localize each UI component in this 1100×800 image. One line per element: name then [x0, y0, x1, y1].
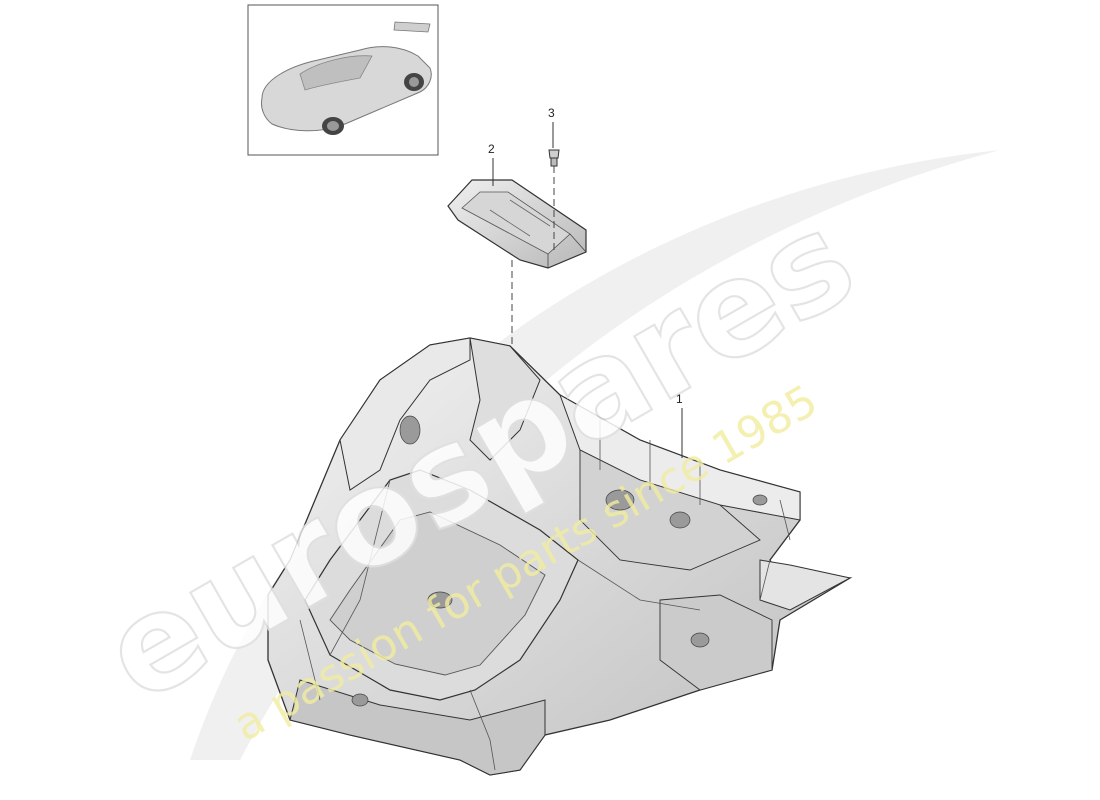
assembly-lines [511, 166, 555, 520]
front-end-structure-part [267, 337, 853, 776]
leader-lines [492, 122, 683, 458]
bolt-part [548, 149, 560, 167]
part-number-1: 1 [676, 392, 683, 406]
part-number-2: 2 [488, 142, 495, 156]
watermark-swoosh [190, 150, 1000, 760]
vehicle-thumbnail [247, 4, 439, 156]
car-icon [261, 21, 432, 135]
part-number-3: 3 [548, 106, 555, 120]
cover-plate-part [447, 179, 587, 269]
